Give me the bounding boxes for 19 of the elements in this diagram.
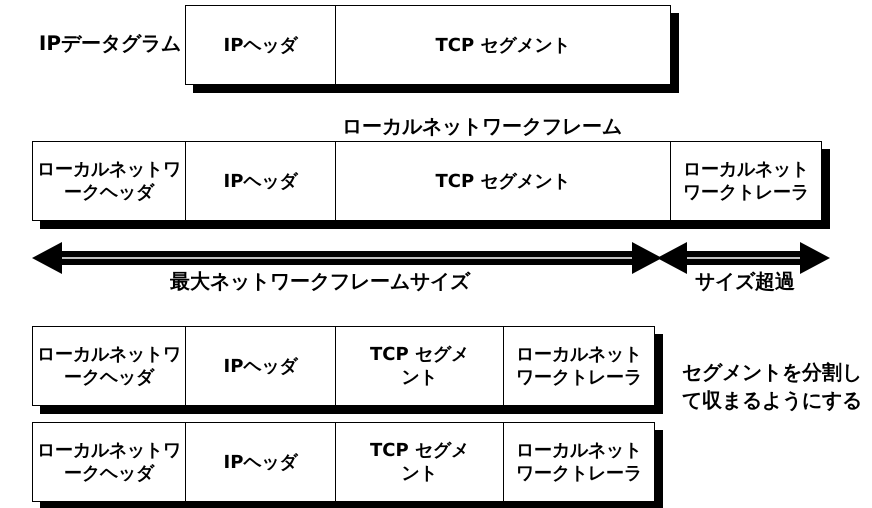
field-label: ローカルネットワークヘッダ: [37, 343, 181, 389]
field-label: IPヘッダ: [224, 354, 298, 378]
frame-title: ローカルネットワークフレーム: [341, 113, 623, 139]
frame-title: IPデータグラム: [38, 30, 181, 57]
note-text: サイズ超過: [694, 268, 796, 294]
note-text: セグメントを分割して収まるようにする: [681, 359, 863, 414]
note-text: 最大ネットワークフレームサイズ: [169, 268, 472, 294]
field-label: TCP セグメント: [436, 34, 570, 56]
field-label: TCP セグメント: [369, 439, 470, 485]
field-label: ローカルネットワークトレーラ: [515, 439, 643, 485]
field-label: IPヘッダ: [224, 450, 298, 474]
field-label: ローカルネットワークヘッダ: [37, 158, 181, 204]
field-label: TCP セグメント: [369, 343, 470, 389]
field-label: IPヘッダ: [224, 34, 298, 56]
field-label: ローカルネットワークトレーラ: [515, 343, 643, 389]
field-label: ローカルネットワークヘッダ: [37, 439, 181, 485]
field-label: ローカルネットワークトレーラ: [682, 158, 810, 204]
field-label: IPヘッダ: [224, 170, 298, 192]
field-label: TCP セグメント: [436, 170, 570, 192]
